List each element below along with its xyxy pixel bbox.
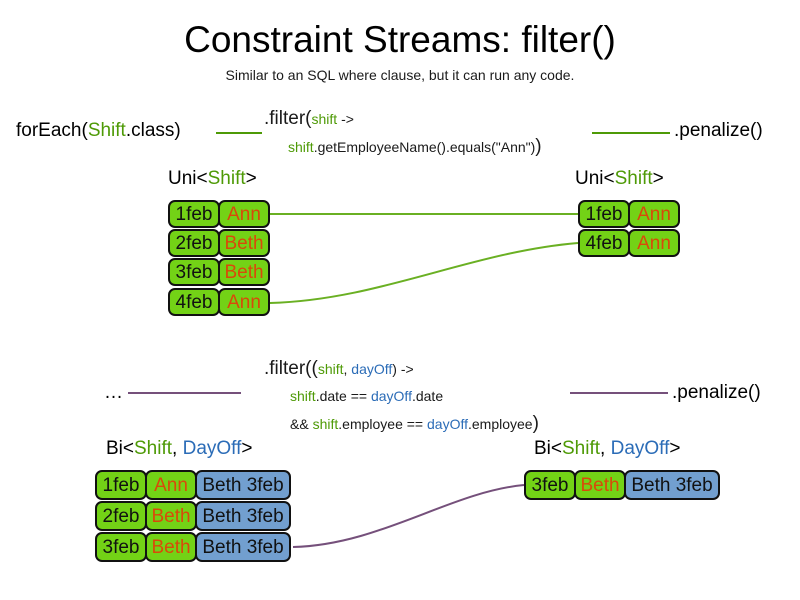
table-row[interactable]: 4feb Ann [168, 288, 270, 316]
table-row[interactable]: 3feb Beth [168, 258, 270, 286]
row1-source-prefix: forEach( [16, 120, 88, 141]
row2-in-label-type2: DayOff [182, 438, 242, 459]
row2-in-label-suffix: > [241, 438, 253, 459]
row1-source-expression: forEach(Shift.class) [16, 119, 181, 143]
row1-filter-head: .filter(shift -> [264, 108, 542, 130]
tuple-cell-date: 1feb [95, 470, 147, 500]
table-row[interactable]: 1feb Ann Beth 3feb [95, 470, 291, 500]
tuple-cell-name: Beth [218, 258, 270, 286]
row2-filter-line2-var1: shift [290, 388, 316, 404]
table-row[interactable]: 2feb Beth [168, 229, 270, 257]
row2-filter-head-comma: , [343, 361, 352, 377]
row2-filter-expression: .filter((shift, dayOff) -> shift.date ==… [264, 358, 539, 435]
page-title: Constraint Streams: filter() [184, 19, 616, 60]
row1-connector-left [216, 132, 262, 134]
row2-filter-close-paren: ) [532, 413, 539, 434]
table-row[interactable]: 3feb Beth Beth 3feb [524, 470, 720, 500]
tuple-cell-dayoff: Beth 3feb [195, 470, 291, 500]
row2-filter-line3-mid: .employee == [338, 416, 427, 432]
row2-in-label-type1: Shift [134, 438, 173, 459]
row2-filter-line3-pre: && [290, 416, 313, 432]
row1-curve-4feb [269, 242, 579, 304]
table-row[interactable]: 3feb Beth Beth 3feb [95, 532, 291, 562]
tuple-cell-name: Ann [628, 200, 680, 228]
row2-out-label-suffix: > [669, 438, 681, 459]
row2-filter-line3-end: .employee [468, 416, 533, 432]
tuple-cell-name: Beth [218, 229, 270, 257]
row1-out-label-suffix: > [652, 168, 664, 189]
row2-filter-line2-mid: .date == [315, 388, 371, 404]
row1-connector-right [592, 132, 670, 134]
tuple-cell-name: Ann [218, 200, 270, 228]
row1-out-label-type: Shift [614, 168, 653, 189]
tuple-cell-name: Ann [145, 470, 197, 500]
row2-filter-line3-var2: dayOff [427, 416, 468, 432]
row1-filter-close-paren: ) [535, 136, 542, 157]
row1-in-group-label: Uni<Shift> [168, 168, 257, 190]
row1-filter-body-var: shift [288, 139, 314, 155]
row2-filter-head-arrow: ) -> [392, 361, 414, 377]
table-row[interactable]: 1feb Ann [578, 200, 680, 228]
row2-filter-head: .filter((shift, dayOff) -> [264, 358, 539, 380]
tuple-cell-date: 4feb [168, 288, 220, 316]
row2-filter-line2: shift.date == dayOff.date [264, 386, 539, 407]
row1-filter-body-rest: .getEmployeeName().equals("Ann") [313, 139, 536, 155]
row1-terminal: .penalize() [674, 120, 763, 141]
row2-curve-3feb [292, 484, 525, 548]
tuple-cell-date: 2feb [95, 501, 147, 531]
row2-terminal: .penalize() [672, 382, 761, 403]
row2-filter-line2-end: .date [411, 388, 444, 404]
row1-source-type: Shift [87, 120, 126, 141]
tuple-cell-dayoff: Beth 3feb [195, 501, 291, 531]
row1-in-label-suffix: > [245, 168, 257, 189]
tuple-cell-name: Beth [145, 501, 197, 531]
row2-filter-head-var2: dayOff [351, 361, 393, 377]
tuple-cell-date: 2feb [168, 229, 220, 257]
row2-connector-left [128, 392, 241, 394]
row2-in-group-label: Bi<Shift, DayOff> [106, 438, 252, 460]
row2-filter-head-var1: shift [317, 361, 344, 377]
row2-source-expression: … [104, 382, 123, 403]
row1-in-label-type: Shift [207, 168, 246, 189]
row2-connector-right [570, 392, 668, 394]
page-subtitle: Similar to an SQL where clause, but it c… [225, 67, 575, 83]
tuple-cell-dayoff: Beth 3feb [195, 532, 291, 562]
tuple-cell-name: Beth [574, 470, 626, 500]
table-row[interactable]: 2feb Beth Beth 3feb [95, 501, 291, 531]
row1-out-label-prefix: Uni< [575, 168, 615, 189]
row1-in-label-prefix: Uni< [168, 168, 208, 189]
row1-filter-expression: .filter(shift -> shift.getEmployeeName()… [264, 108, 542, 158]
tuple-cell-date: 3feb [524, 470, 576, 500]
tuple-cell-date: 1feb [578, 200, 630, 228]
row1-filter-head-var: shift [311, 111, 338, 127]
row2-out-label-prefix: Bi< [534, 438, 562, 459]
row2-out-group-label: Bi<Shift, DayOff> [534, 438, 680, 460]
tuple-cell-date: 3feb [168, 258, 220, 286]
row2-out-label-type2: DayOff [610, 438, 670, 459]
row2-filter-line3-var1: shift [312, 416, 339, 432]
row2-out-label-comma: , [600, 438, 611, 459]
row1-out-group-label: Uni<Shift> [575, 168, 664, 190]
row1-filter-head-arrow: -> [337, 111, 354, 127]
row2-in-label-prefix: Bi< [106, 438, 134, 459]
row2-out-label-type1: Shift [562, 438, 601, 459]
tuple-cell-dayoff: Beth 3feb [624, 470, 720, 500]
tuple-cell-name: Ann [628, 229, 680, 257]
row1-filter-head-start: .filter( [264, 108, 312, 129]
tuple-cell-date: 3feb [95, 532, 147, 562]
row2-filter-line3: && shift.employee == dayOff.employee) [264, 413, 539, 435]
row2-filter-line2-var2: dayOff [370, 388, 412, 404]
row1-source-suffix: .class) [125, 120, 181, 141]
row1-filter-body: shift.getEmployeeName().equals("Ann")) [264, 136, 542, 158]
tuple-cell-name: Beth [145, 532, 197, 562]
table-row[interactable]: 1feb Ann [168, 200, 270, 228]
table-row[interactable]: 4feb Ann [578, 229, 680, 257]
tuple-cell-name: Ann [218, 288, 270, 316]
row2-in-label-comma: , [172, 438, 183, 459]
row2-filter-head-start: .filter(( [264, 358, 318, 379]
